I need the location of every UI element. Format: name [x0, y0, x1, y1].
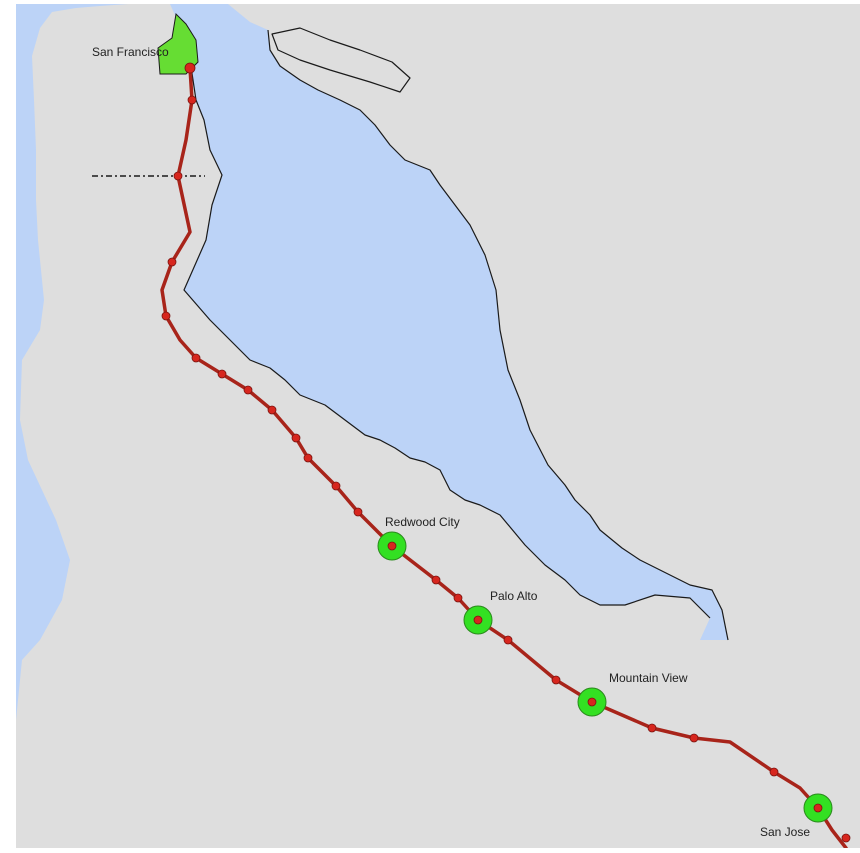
major-stop-dot [813, 803, 823, 813]
stop-dot[interactable] [769, 767, 779, 777]
stop-dot[interactable] [431, 575, 441, 585]
station-label: Palo Alto [490, 589, 538, 603]
stop-dot[interactable] [647, 723, 657, 733]
station-dot[interactable] [184, 62, 196, 74]
stop-dot[interactable] [161, 311, 171, 321]
stop-redwood-city[interactable]: Redwood City [377, 515, 460, 561]
stop-dot[interactable] [353, 507, 363, 517]
stop-dot[interactable] [173, 171, 183, 181]
peninsula-land [16, 4, 860, 848]
stop-dot[interactable] [267, 405, 277, 415]
san-francisco-area[interactable] [157, 12, 199, 75]
stop-dot[interactable] [503, 635, 513, 645]
stop-dot[interactable] [291, 433, 301, 443]
stop-san-francisco[interactable]: San Francisco [92, 45, 196, 74]
minor-stops [161, 95, 779, 777]
stop-dot[interactable] [331, 481, 341, 491]
stop-san-jose[interactable]: San Jose [760, 793, 851, 843]
station-label: Redwood City [385, 515, 460, 529]
stop-dot[interactable] [689, 733, 699, 743]
station-label: San Jose [760, 825, 810, 839]
bay-coastline-west [181, 39, 711, 619]
major-stop-dot [473, 615, 483, 625]
east-bay-land [228, 4, 860, 640]
stop-mountain-view[interactable]: Mountain View [577, 671, 688, 717]
stop-dot[interactable] [453, 593, 463, 603]
stop-dot[interactable] [551, 675, 561, 685]
major-stop-dot [387, 541, 397, 551]
island-land [272, 28, 410, 92]
stop-dot[interactable] [167, 257, 177, 267]
station-label: San Francisco [92, 45, 169, 59]
bay-coastline-east [267, 29, 729, 641]
stop-dot[interactable] [841, 833, 851, 843]
major-stop-dot [587, 697, 597, 707]
stop-dot[interactable] [217, 369, 227, 379]
stop-palo-alto[interactable]: Palo Alto [463, 589, 538, 635]
stop-dot[interactable] [243, 385, 253, 395]
island-coastline [271, 27, 411, 93]
caltrain-route-line[interactable] [160, 66, 848, 850]
stop-dot[interactable] [303, 453, 313, 463]
stop-dot[interactable] [191, 353, 201, 363]
stop-dot[interactable] [187, 95, 197, 105]
station-label: Mountain View [609, 671, 688, 685]
